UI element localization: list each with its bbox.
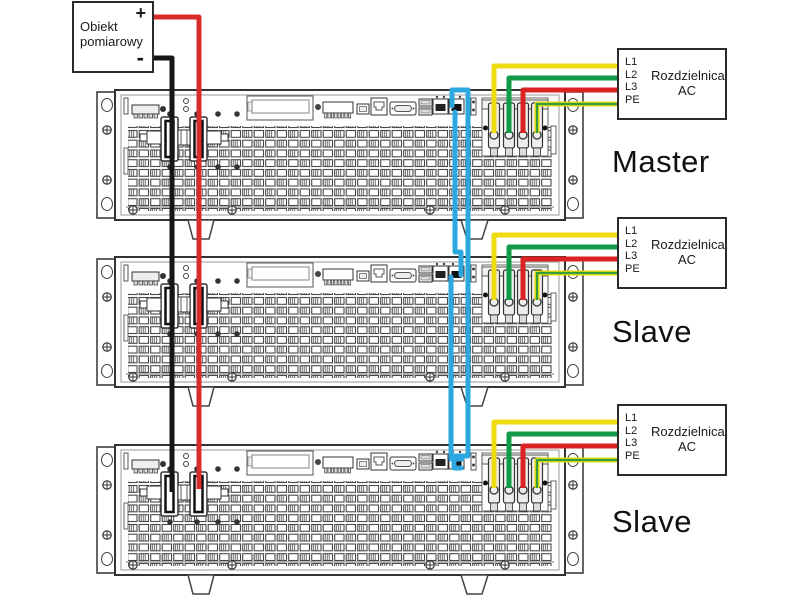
terminal-label-l2: L2 xyxy=(625,424,638,437)
terminal-label-pe: PE xyxy=(625,93,640,106)
measurement-object-label: Obiekt pomiarowy xyxy=(80,19,143,49)
measurement-object-box: Obiekt pomiarowy + - xyxy=(72,1,154,73)
wire-l3-slave1 xyxy=(520,256,617,300)
terminal-label-pe: PE xyxy=(625,262,640,275)
unit-role-label-master: Master xyxy=(612,144,710,179)
ac-distribution-box-slave1: L1 L2 L3 PE Rozdzielnica AC xyxy=(617,217,727,289)
ac-terminal-labels: L1 L2 L3 PE xyxy=(625,56,640,106)
ac-distribution-box-master: L1 L2 L3 PE Rozdzielnica AC xyxy=(617,48,727,120)
terminal-label-l1: L1 xyxy=(625,225,638,237)
ac-terminal-labels: L1 L2 L3 PE xyxy=(625,412,640,462)
wire-pe-stripe-master xyxy=(535,102,617,133)
share-bus-cable-slave1-slave2 xyxy=(448,274,465,462)
ac-box-title: Rozdzielnica AC xyxy=(651,68,725,98)
dc-plus-terminal-label: + xyxy=(135,3,146,23)
wire-pe-stripe-slave1 xyxy=(535,271,617,300)
terminal-label-l3: L3 xyxy=(625,81,638,94)
dc-minus-terminal-label: - xyxy=(136,45,144,70)
ac-distribution-box-slave2: L1 L2 L3 PE Rozdzielnica AC xyxy=(617,404,727,476)
terminal-label-l2: L2 xyxy=(625,237,638,250)
wire-l1-slave2 xyxy=(491,419,617,488)
wire-l2-master xyxy=(506,75,617,133)
wire-l3-slave2 xyxy=(520,443,617,488)
share-bus-cable-master-slave2 xyxy=(449,87,471,471)
wire-l3-master xyxy=(520,87,617,133)
ac-terminal-labels: L1 L2 L3 PE xyxy=(625,225,640,275)
unit-role-label-slave1: Slave xyxy=(612,314,693,349)
terminal-label-l2: L2 xyxy=(625,68,638,81)
wire-l2-slave1 xyxy=(506,244,617,300)
terminal-label-l1: L1 xyxy=(625,56,638,68)
ac-box-title: Rozdzielnica AC xyxy=(651,424,725,454)
terminal-label-l3: L3 xyxy=(625,437,638,450)
share-bus-cable-master-slave1 xyxy=(452,109,464,278)
unit-role-label-slave2: Slave xyxy=(612,504,693,539)
terminal-label-l3: L3 xyxy=(625,250,638,263)
wire-l2-slave2 xyxy=(506,431,617,488)
wire-pe-stripe-slave2 xyxy=(535,458,617,488)
dc-negative-wire xyxy=(153,55,175,492)
terminal-label-pe: PE xyxy=(625,449,640,462)
terminal-label-l1: L1 xyxy=(625,412,638,424)
ac-box-title: Rozdzielnica AC xyxy=(651,237,725,267)
dc-positive-wire xyxy=(153,14,202,489)
wire-l1-master xyxy=(491,63,617,133)
wire-l1-slave1 xyxy=(491,232,617,300)
